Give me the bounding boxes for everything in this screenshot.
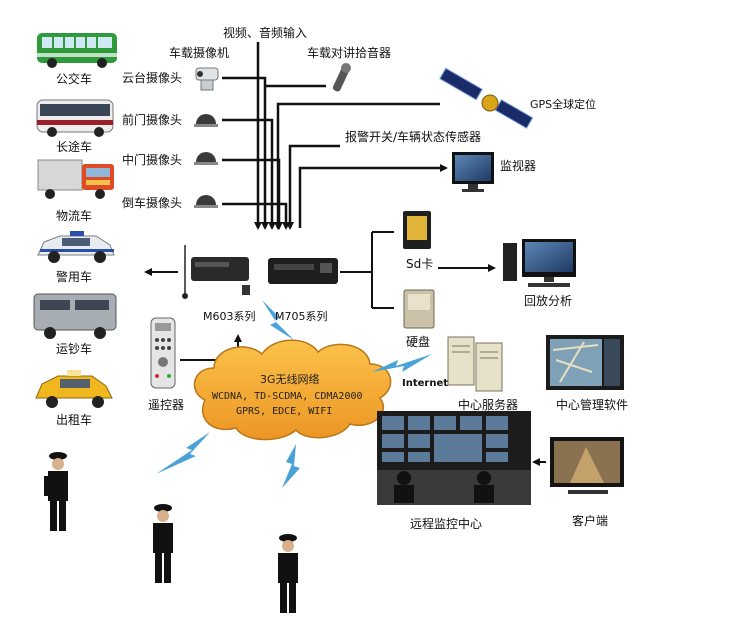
armored-van-icon [33, 293, 117, 339]
dome-camera-icon [194, 195, 218, 208]
police-officer-icon [153, 504, 173, 583]
m603-dvr-icon [182, 245, 250, 299]
vehicle-label: 长途车 [56, 140, 93, 154]
vehicle-camera-label: 车载摄像机 [169, 46, 230, 60]
camera-label: 云台摄像头 [122, 71, 183, 85]
management-software-icon [546, 335, 624, 390]
lightning-icon [156, 432, 210, 474]
microphone-icon [332, 63, 351, 92]
dome-camera-icon [194, 114, 218, 127]
camera-label: 中门摄像头 [122, 153, 183, 167]
vehicle-label: 出租车 [56, 413, 93, 427]
m705-dvr-icon [268, 258, 338, 284]
sd-card-label: Sd卡 [406, 257, 434, 271]
lightning-icon [282, 444, 300, 488]
ptz-camera-icon [195, 67, 219, 91]
police-officer-icon [278, 534, 298, 613]
wireless-network-cloud [193, 339, 392, 441]
police-car-icon [37, 231, 115, 263]
gps-satellite-icon [439, 67, 534, 129]
remote-control-icon [150, 317, 176, 389]
sd-card-icon [403, 211, 431, 249]
input-arrows [222, 42, 448, 230]
bus-icon [37, 33, 117, 68]
remote-center-label: 远程监控中心 [410, 517, 483, 531]
vehicle-label: 物流车 [56, 209, 93, 223]
client-monitor-icon [550, 437, 624, 494]
monitoring-center-icon [377, 411, 531, 505]
m603-label: M603系列 [203, 310, 256, 323]
hard-disk-label: 硬盘 [406, 335, 431, 349]
client-label: 客户端 [572, 514, 609, 528]
lightning-icon [262, 300, 294, 340]
dome-camera-icon [194, 152, 218, 165]
playback-pc-icon [503, 239, 576, 287]
wireless-links [156, 300, 432, 488]
lightning-icon [372, 354, 432, 372]
vehicle-label: 运钞车 [56, 342, 93, 356]
center-server-icon [447, 336, 503, 392]
alarm-sensor-label: 报警开关/车辆状态传感器 [345, 130, 482, 144]
remote-control-label: 遥控器 [148, 398, 185, 412]
camera-label: 倒车摄像头 [122, 196, 183, 210]
coach-icon [36, 99, 114, 137]
cloud-standards-line2: GPRS, EDCE, WIFI [236, 406, 333, 417]
vehicle-label: 警用车 [56, 270, 93, 284]
intercom-label: 车载对讲拾音器 [307, 46, 392, 60]
vehicle-label: 公交车 [56, 72, 93, 86]
police-officer-icon [44, 452, 68, 531]
hard-disk-icon [403, 289, 435, 329]
gps-label: GPS全球定位 [530, 98, 597, 111]
camera-label: 前门摄像头 [122, 113, 183, 127]
playback-label: 回放分析 [524, 294, 573, 308]
monitor-label: 监视器 [500, 159, 537, 173]
m705-label: M705系列 [275, 310, 328, 323]
taxi-icon [35, 370, 113, 408]
center-server-label: 中心服务器 [458, 398, 519, 412]
truck-icon [37, 159, 114, 199]
av-input-label: 视频、音频输入 [223, 26, 308, 40]
cloud-standards-line1: WCDNA, TD-SCDMA, CDMA2000 [212, 391, 363, 402]
monitor-icon [452, 152, 494, 192]
storage-bracket [340, 231, 496, 309]
cloud-title: 3G无线网络 [260, 373, 320, 386]
internet-label: Internet [402, 378, 449, 389]
center-software-label: 中心管理软件 [556, 398, 629, 412]
